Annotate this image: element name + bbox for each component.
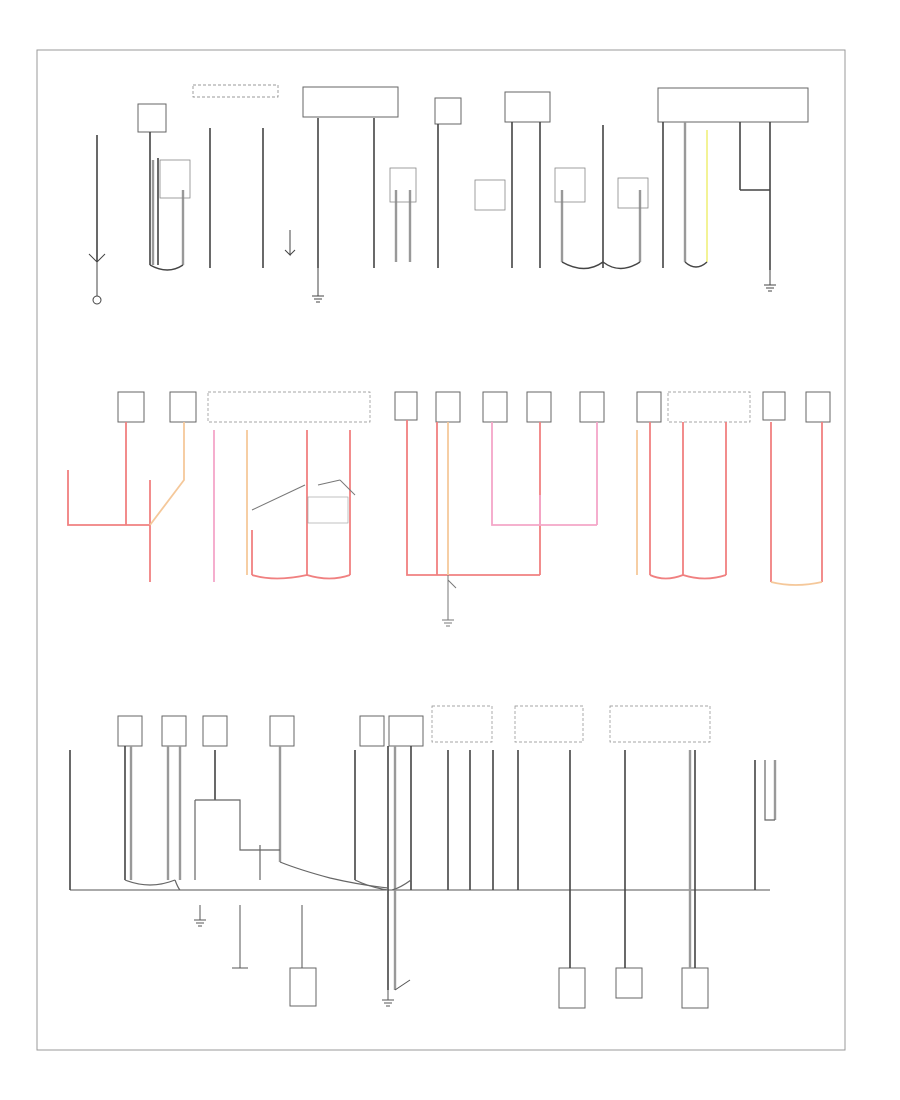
section-middle <box>67 391 831 627</box>
component-box <box>192 84 279 98</box>
component-box <box>657 87 809 123</box>
component-box <box>137 103 167 133</box>
component-box <box>302 86 399 118</box>
section-bottom <box>69 705 777 1009</box>
component-box <box>504 91 551 123</box>
diagram-frame <box>36 49 846 1051</box>
component-box <box>434 97 462 125</box>
section-top <box>88 84 809 305</box>
